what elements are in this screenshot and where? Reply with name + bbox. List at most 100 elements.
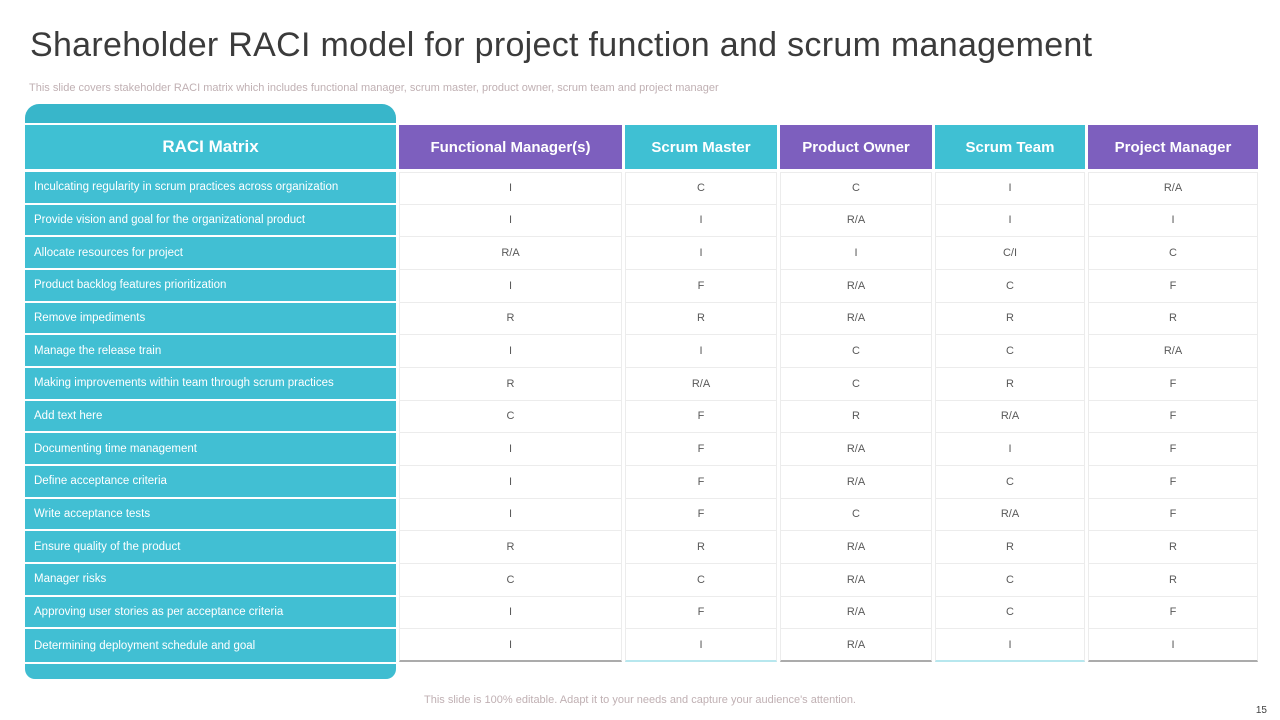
row-label-cell: Inculcating regularity in scrum practice… bbox=[25, 172, 396, 205]
raci-value-cell: F bbox=[1088, 465, 1258, 499]
header-cell-product-owner: Product Owner bbox=[780, 125, 932, 172]
raci-value-cell: R/A bbox=[780, 531, 932, 564]
raci-value-cell: I bbox=[399, 335, 622, 368]
raci-value-cell: C bbox=[780, 498, 932, 532]
footer-note: This slide is 100% editable. Adapt it to… bbox=[424, 694, 856, 706]
row-label-cell: Product backlog features prioritization bbox=[25, 269, 396, 303]
raci-value-cell: F bbox=[625, 498, 777, 532]
raci-value-cell: F bbox=[625, 400, 777, 434]
raci-value-cell: R bbox=[625, 531, 777, 564]
raci-value-cell: R bbox=[935, 367, 1085, 401]
row-label-cell: Manager risks bbox=[25, 563, 396, 597]
raci-value-cell: R/A bbox=[780, 269, 932, 303]
raci-value-cell: C bbox=[935, 596, 1085, 630]
row-label-cell: Add text here bbox=[25, 400, 396, 434]
raci-value-cell: C bbox=[935, 563, 1085, 597]
raci-value-cell: F bbox=[625, 596, 777, 630]
row-label-cell: Manage the release train bbox=[25, 335, 396, 368]
raci-value-cell: I bbox=[399, 269, 622, 303]
raci-value-cell: F bbox=[1088, 433, 1258, 466]
raci-value-cell: R/A bbox=[780, 433, 932, 466]
row-label-cell: Write acceptance tests bbox=[25, 498, 396, 532]
raci-value-cell: I bbox=[625, 204, 777, 238]
raci-value-cell: F bbox=[625, 465, 777, 499]
raci-value-cell: C bbox=[935, 335, 1085, 368]
raci-value-cell: R bbox=[1088, 563, 1258, 597]
raci-value-cell: C bbox=[780, 367, 932, 401]
table-bottom-cap bbox=[25, 663, 396, 679]
raci-value-cell: I bbox=[935, 204, 1085, 238]
raci-value-cell: I bbox=[1088, 204, 1258, 238]
raci-value-cell: I bbox=[935, 629, 1085, 662]
header-cell-scrum-team: Scrum Team bbox=[935, 125, 1085, 172]
raci-value-cell: I bbox=[399, 204, 622, 238]
raci-value-cell: R/A bbox=[1088, 335, 1258, 368]
raci-value-cell: R/A bbox=[780, 204, 932, 238]
raci-value-cell: C bbox=[935, 269, 1085, 303]
raci-value-cell: I bbox=[935, 172, 1085, 205]
raci-value-cell: R bbox=[935, 302, 1085, 336]
row-label-cell: Determining deployment schedule and goal bbox=[25, 629, 396, 662]
row-label-cell: Documenting time management bbox=[25, 433, 396, 466]
raci-value-cell: F bbox=[1088, 596, 1258, 630]
row-label-cell: Making improvements within team through … bbox=[25, 367, 396, 401]
raci-value-cell: I bbox=[780, 237, 932, 270]
raci-value-cell: C bbox=[1088, 237, 1258, 270]
table-top-cap bbox=[25, 104, 396, 123]
raci-value-cell: C bbox=[625, 563, 777, 597]
raci-value-cell: C/I bbox=[935, 237, 1085, 270]
raci-value-cell: I bbox=[399, 629, 622, 662]
raci-value-cell: F bbox=[1088, 400, 1258, 434]
raci-value-cell: R/A bbox=[780, 629, 932, 662]
raci-value-cell: R bbox=[935, 531, 1085, 564]
raci-value-cell: I bbox=[399, 433, 622, 466]
raci-value-cell: R/A bbox=[935, 498, 1085, 532]
row-label-cell: Provide vision and goal for the organiza… bbox=[25, 204, 396, 238]
raci-value-cell: R bbox=[399, 531, 622, 564]
row-label-cell: Approving user stories as per acceptance… bbox=[25, 596, 396, 630]
raci-value-cell: I bbox=[625, 237, 777, 270]
raci-value-cell: I bbox=[399, 498, 622, 532]
raci-value-cell: R/A bbox=[780, 465, 932, 499]
row-label-cell: Define acceptance criteria bbox=[25, 465, 396, 499]
raci-value-cell: R bbox=[780, 400, 932, 434]
page-title: Shareholder RACI model for project funct… bbox=[30, 26, 1093, 64]
raci-value-cell: C bbox=[625, 172, 777, 205]
page-number: 15 bbox=[1255, 705, 1267, 716]
raci-value-cell: R/A bbox=[780, 563, 932, 597]
raci-value-cell: R bbox=[625, 302, 777, 336]
raci-value-cell: F bbox=[625, 433, 777, 466]
raci-value-cell: R/A bbox=[780, 302, 932, 336]
raci-value-cell: F bbox=[1088, 367, 1258, 401]
raci-value-cell: C bbox=[935, 465, 1085, 499]
raci-value-cell: C bbox=[399, 563, 622, 597]
raci-value-cell: I bbox=[399, 465, 622, 499]
raci-value-cell: F bbox=[1088, 498, 1258, 532]
raci-value-cell: R bbox=[399, 302, 622, 336]
row-label-cell: Remove impediments bbox=[25, 302, 396, 336]
header-cell-functional-manager: Functional Manager(s) bbox=[399, 125, 622, 172]
raci-value-cell: I bbox=[935, 433, 1085, 466]
header-cell-scrum-master: Scrum Master bbox=[625, 125, 777, 172]
raci-value-cell: R bbox=[399, 367, 622, 401]
raci-value-cell: R bbox=[1088, 531, 1258, 564]
raci-value-cell: C bbox=[399, 400, 622, 434]
raci-value-cell: I bbox=[625, 629, 777, 662]
raci-value-cell: I bbox=[399, 596, 622, 630]
raci-value-cell: F bbox=[625, 269, 777, 303]
raci-value-cell: C bbox=[780, 335, 932, 368]
raci-table: RACI Matrix Functional Manager(s) Scrum … bbox=[25, 104, 1258, 679]
raci-value-cell: R bbox=[1088, 302, 1258, 336]
row-label-cell: Ensure quality of the product bbox=[25, 531, 396, 564]
raci-value-cell: I bbox=[399, 172, 622, 205]
raci-value-cell: R/A bbox=[625, 367, 777, 401]
raci-value-cell: R/A bbox=[399, 237, 622, 270]
raci-value-cell: C bbox=[780, 172, 932, 205]
raci-value-cell: R/A bbox=[935, 400, 1085, 434]
header-cell-project-manager: Project Manager bbox=[1088, 125, 1258, 172]
raci-value-cell: R/A bbox=[780, 596, 932, 630]
raci-value-cell: I bbox=[625, 335, 777, 368]
raci-value-cell: R/A bbox=[1088, 172, 1258, 205]
raci-table-grid: RACI Matrix Functional Manager(s) Scrum … bbox=[25, 125, 1258, 662]
header-cell-raci-matrix: RACI Matrix bbox=[25, 125, 396, 172]
